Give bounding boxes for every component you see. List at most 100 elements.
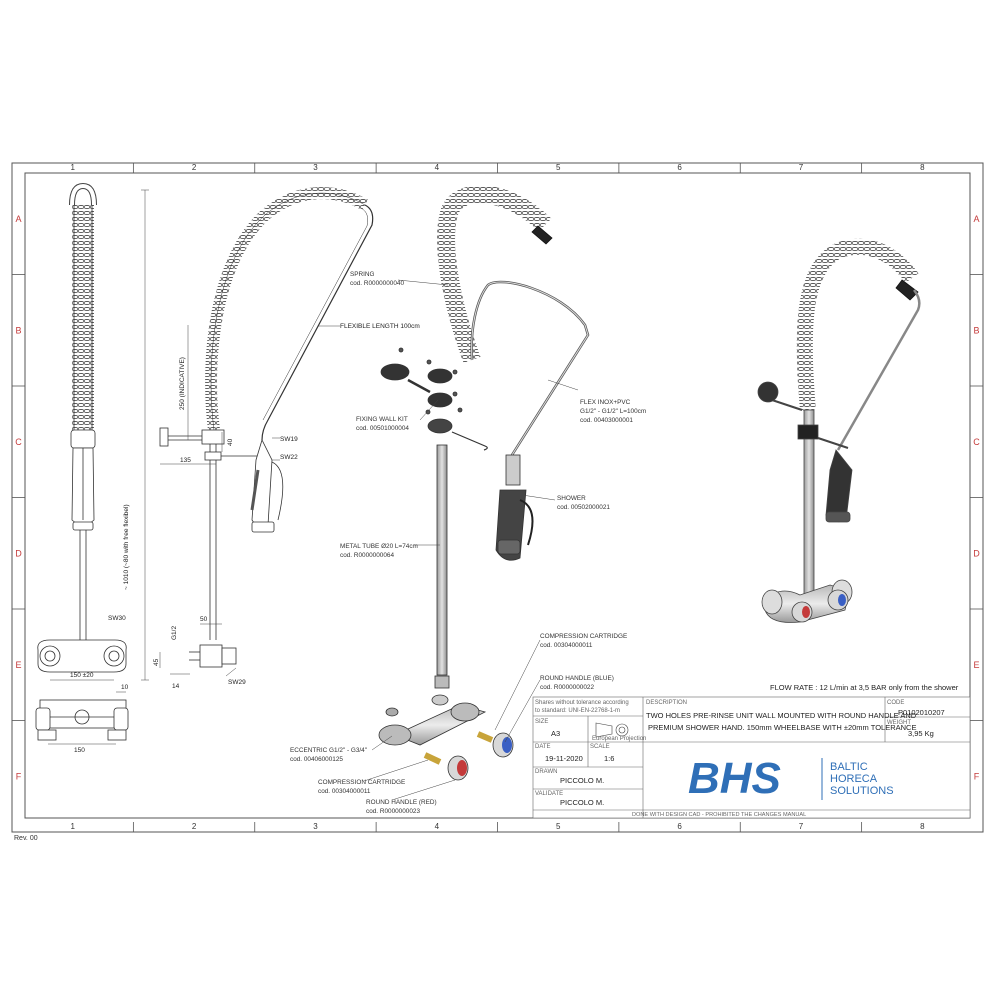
svg-text:BHS: BHS <box>688 754 781 803</box>
grid-row-label: C <box>15 437 22 447</box>
projection-symbol-icon <box>595 722 629 738</box>
weight-value: 3,95 Kg <box>908 729 934 738</box>
drawn-value: PICCOLO M. <box>560 776 604 785</box>
callout-flex-inox: FLEX INOX+PVC <box>580 399 631 406</box>
dim-sw30: SW30 <box>108 615 126 622</box>
dim-135: 135 <box>180 457 191 464</box>
grid-col-label: 8 <box>920 822 925 831</box>
grid-col-label: 6 <box>677 163 682 172</box>
tolerance-note-line1: Shares without tolerance according <box>535 700 629 706</box>
description-line1: TWO HOLES PRE-RINSE UNIT WALL MOUNTED WI… <box>646 711 917 720</box>
grid-row-label: A <box>973 214 979 224</box>
callout-spring: SPRING <box>350 271 375 278</box>
grid-row-label: B <box>15 325 21 335</box>
description-label: DESCRIPTION <box>646 700 687 706</box>
grid-col-label: 4 <box>435 822 440 831</box>
dim-40: 40 <box>227 438 234 446</box>
date-value: 19-11-2020 <box>545 754 583 763</box>
grid-row-label: E <box>15 660 21 670</box>
callout-flex-inox-code: cod. 00403000001 <box>580 417 633 424</box>
callout-round-handle-red-code: cod. R0000000023 <box>366 808 420 815</box>
callout-fixing-wall-kit: FIXING WALL KIT <box>356 416 408 423</box>
callout-eccentric: ECCENTRIC G1/2" - G3/4" <box>290 747 367 754</box>
description-line2: PREMIUM SHOWER HAND. 150mm WHEELBASE WIT… <box>648 723 916 732</box>
callout-flex-inox-spec: G1/2" - G1/2" L=100cm <box>580 408 646 415</box>
code-label: CODE <box>887 700 904 706</box>
callout-compression-cartridge-bottom-code: cod. 00304000011 <box>318 788 371 795</box>
grid-row-markers: A A B B C C D D E E F F <box>12 214 983 781</box>
grid-col-label: 5 <box>556 822 561 831</box>
exploded-view <box>378 185 590 781</box>
grid-row-label: D <box>15 548 22 558</box>
validate-value: PICCOLO M. <box>560 798 604 807</box>
callout-fixing-wall-kit-code: cod. 00501000004 <box>356 425 409 432</box>
scale-label: SCALE <box>590 744 610 750</box>
validate-label: VALIDATE <box>535 791 563 797</box>
callout-flexible-length: FLEXIBLE LENGTH 100cm <box>318 323 420 330</box>
callout-metal-tube: METAL TUBE Ø20 L=74cm <box>340 543 418 550</box>
dim-45: 45 <box>153 658 160 666</box>
grid-row-label: E <box>973 660 979 670</box>
callout-compression-cartridge-bottom: COMPRESSION CARTRIDGE <box>318 779 405 786</box>
dim-sw22: SW22 <box>280 454 298 461</box>
grid-col-label: 2 <box>192 822 197 831</box>
side-view-dimensions <box>141 189 280 681</box>
dim-150-20: 150 ±20 <box>70 672 94 679</box>
svg-text:BALTIC: BALTIC <box>830 761 868 773</box>
grid-row-label: C <box>973 437 980 447</box>
grid-row-label: D <box>973 548 980 558</box>
callout-shower: SHOWER <box>557 495 586 502</box>
front-view-dimensions <box>48 679 126 745</box>
callout-round-handle-blue: ROUND HANDLE (BLUE) <box>540 675 614 682</box>
grid-row-label: F <box>16 771 22 781</box>
dim-50: 50 <box>200 616 208 623</box>
grid-col-label: 1 <box>70 163 75 172</box>
grid-col-label: 2 <box>192 163 197 172</box>
scale-value: 1:6 <box>604 754 614 763</box>
projection-label: European Projection <box>592 736 646 742</box>
callout-round-handle-blue-code: cod. R0000000022 <box>540 684 594 691</box>
revision-label: Rev. 00 <box>14 835 38 842</box>
date-label: DATE <box>535 744 551 750</box>
grid-col-label: 1 <box>70 822 75 831</box>
dim-14: 14 <box>172 683 180 690</box>
size-value: A3 <box>551 729 560 738</box>
size-label: SIZE <box>535 719 548 725</box>
exploded-view-callouts <box>363 279 579 801</box>
dim-indicative: 250 (INDICATIVE) <box>179 357 186 410</box>
drawn-label: DRAWN <box>535 769 557 775</box>
front-view <box>35 182 129 741</box>
callout-round-handle-red: ROUND HANDLE (RED) <box>366 799 437 806</box>
dim-10: 10 <box>121 684 129 691</box>
bhs-logo: BHS BALTIC HORECA SOLUTIONS <box>688 754 894 803</box>
dim-sw19: SW19 <box>280 436 298 443</box>
grid-col-label: 3 <box>313 163 318 172</box>
dim-g12: G1/2 <box>171 626 178 640</box>
grid-col-label: 7 <box>799 822 804 831</box>
side-view <box>159 187 374 668</box>
title-block <box>532 696 971 819</box>
grid-col-label: 4 <box>435 163 440 172</box>
grid-col-label: 8 <box>920 163 925 172</box>
grid-row-label: B <box>973 325 979 335</box>
grid-row-label: A <box>15 214 21 224</box>
tolerance-note-line2: to standard: UNI-EN-22768-1-m <box>535 708 620 714</box>
code-value: P0102010207 <box>898 708 945 717</box>
grid-row-label: F <box>974 771 980 781</box>
dim-150: 150 <box>74 747 85 754</box>
callout-metal-tube-code: cod. R0000000064 <box>340 552 394 559</box>
callout-shower-code: cod. 00502000021 <box>557 504 610 511</box>
dim-sw29: SW29 <box>228 679 246 686</box>
grid-col-label: 5 <box>556 163 561 172</box>
callout-spring-code: cod. R0000000040 <box>350 280 404 287</box>
flow-rate-note: FLOW RATE : 12 L/min at 3,5 BAR only fro… <box>770 683 959 692</box>
svg-text:HORECA: HORECA <box>830 773 878 785</box>
dim-overall-height: ~ 1010 (~80 with free flexibel) <box>123 504 130 590</box>
grid-col-label: 7 <box>799 163 804 172</box>
title-block-footer: DONE WITH DESIGN CAD - PROHIBITED THE CH… <box>632 812 806 818</box>
callout-compression-cartridge-top-code: cod. 00304000011 <box>540 642 593 649</box>
weight-label: WEIGHT <box>887 720 911 726</box>
